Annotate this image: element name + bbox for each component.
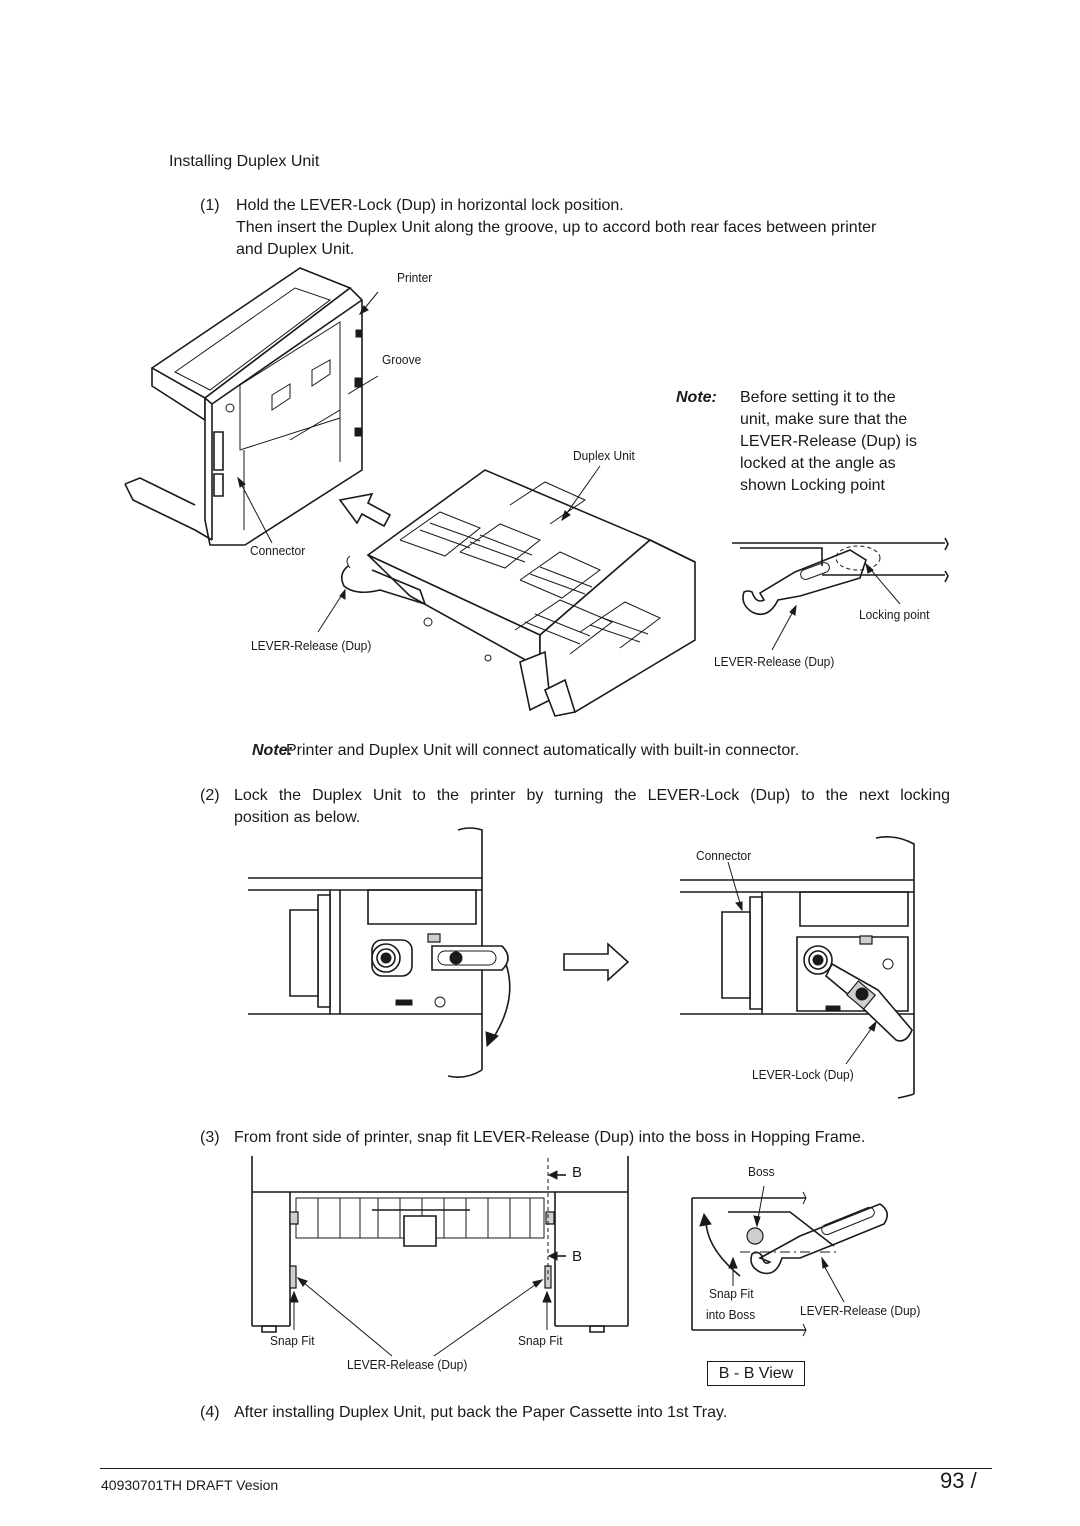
lever-lock-after <box>680 837 914 1098</box>
step-4-line-1: After installing Duplex Unit, put back t… <box>234 1404 728 1421</box>
step-1-line-2: Then insert the Duplex Unit along the gr… <box>236 219 877 236</box>
label-lever-release-view: LEVER-Release (Dup) <box>800 1303 921 1318</box>
label-lever-release-detail: LEVER-Release (Dup) <box>714 654 835 669</box>
label-snap-fit-into-boss-1: Snap Fit <box>709 1286 754 1301</box>
step-1-number: (1) <box>200 197 220 214</box>
section-marker-b-bottom: B <box>572 1248 583 1265</box>
section-title: Installing Duplex Unit <box>169 153 320 170</box>
note-2-keyword: Note: <box>252 742 293 759</box>
note-1-line-5: shown Locking point <box>740 477 885 494</box>
note-1-line-2: unit, make sure that the <box>740 411 908 428</box>
label-lever-release-front: LEVER-Release (Dup) <box>347 1357 468 1372</box>
step-3-line-1: From front side of printer, snap fit LEV… <box>234 1129 866 1146</box>
section-marker-b-top: B <box>572 1164 583 1181</box>
step-4-number: (4) <box>200 1404 220 1421</box>
figure-1-leaders <box>238 292 600 632</box>
step-1-line-3: and Duplex Unit. <box>236 241 355 258</box>
printer-illustration <box>125 268 362 545</box>
transition-arrow <box>564 944 628 980</box>
note-1-line-4: locked at the angle as <box>740 455 896 472</box>
label-lever-release: LEVER-Release (Dup) <box>251 638 372 653</box>
lever-lock-before <box>248 828 510 1077</box>
locking-point-detail <box>732 538 948 650</box>
b-b-view-detail <box>692 1186 887 1336</box>
b-b-view-label: B - B View <box>707 1361 805 1386</box>
label-connector-fig2: Connector <box>696 848 752 863</box>
label-duplex-unit: Duplex Unit <box>573 448 635 463</box>
note-1-keyword: Note: <box>676 389 717 406</box>
step-1-line-1: Hold the LEVER-Lock (Dup) in horizontal … <box>236 197 624 214</box>
label-snap-fit-right: Snap Fit <box>518 1333 563 1348</box>
label-groove: Groove <box>382 352 422 367</box>
label-printer: Printer <box>397 270 433 285</box>
label-snap-fit-left: Snap Fit <box>270 1333 315 1348</box>
step-2-line-1: Lock the Duplex Unit to the printer by t… <box>234 787 950 804</box>
note-2-text: Printer and Duplex Unit will connect aut… <box>286 742 800 759</box>
duplex-unit-illustration <box>342 470 695 716</box>
insert-direction-arrow <box>340 494 390 526</box>
step-2-line-2: position as below. <box>234 809 361 826</box>
footer-doc-id: 40930701TH DRAFT Vesion <box>101 1477 279 1493</box>
footer-rule <box>100 1468 992 1469</box>
label-locking-point: Locking point <box>859 607 930 622</box>
note-1-line-1: Before setting it to the <box>740 389 896 406</box>
front-view <box>252 1156 628 1356</box>
label-lever-lock: LEVER-Lock (Dup) <box>752 1067 854 1082</box>
note-1-line-3: LEVER-Release (Dup) is <box>740 433 917 450</box>
step-3-number: (3) <box>200 1129 220 1146</box>
label-snap-fit-into-boss-2: into Boss <box>706 1307 756 1322</box>
label-connector: Connector <box>250 543 306 558</box>
footer-page-number: 93 / <box>940 1468 977 1493</box>
label-boss: Boss <box>748 1164 775 1179</box>
step-2-number: (2) <box>200 787 220 804</box>
